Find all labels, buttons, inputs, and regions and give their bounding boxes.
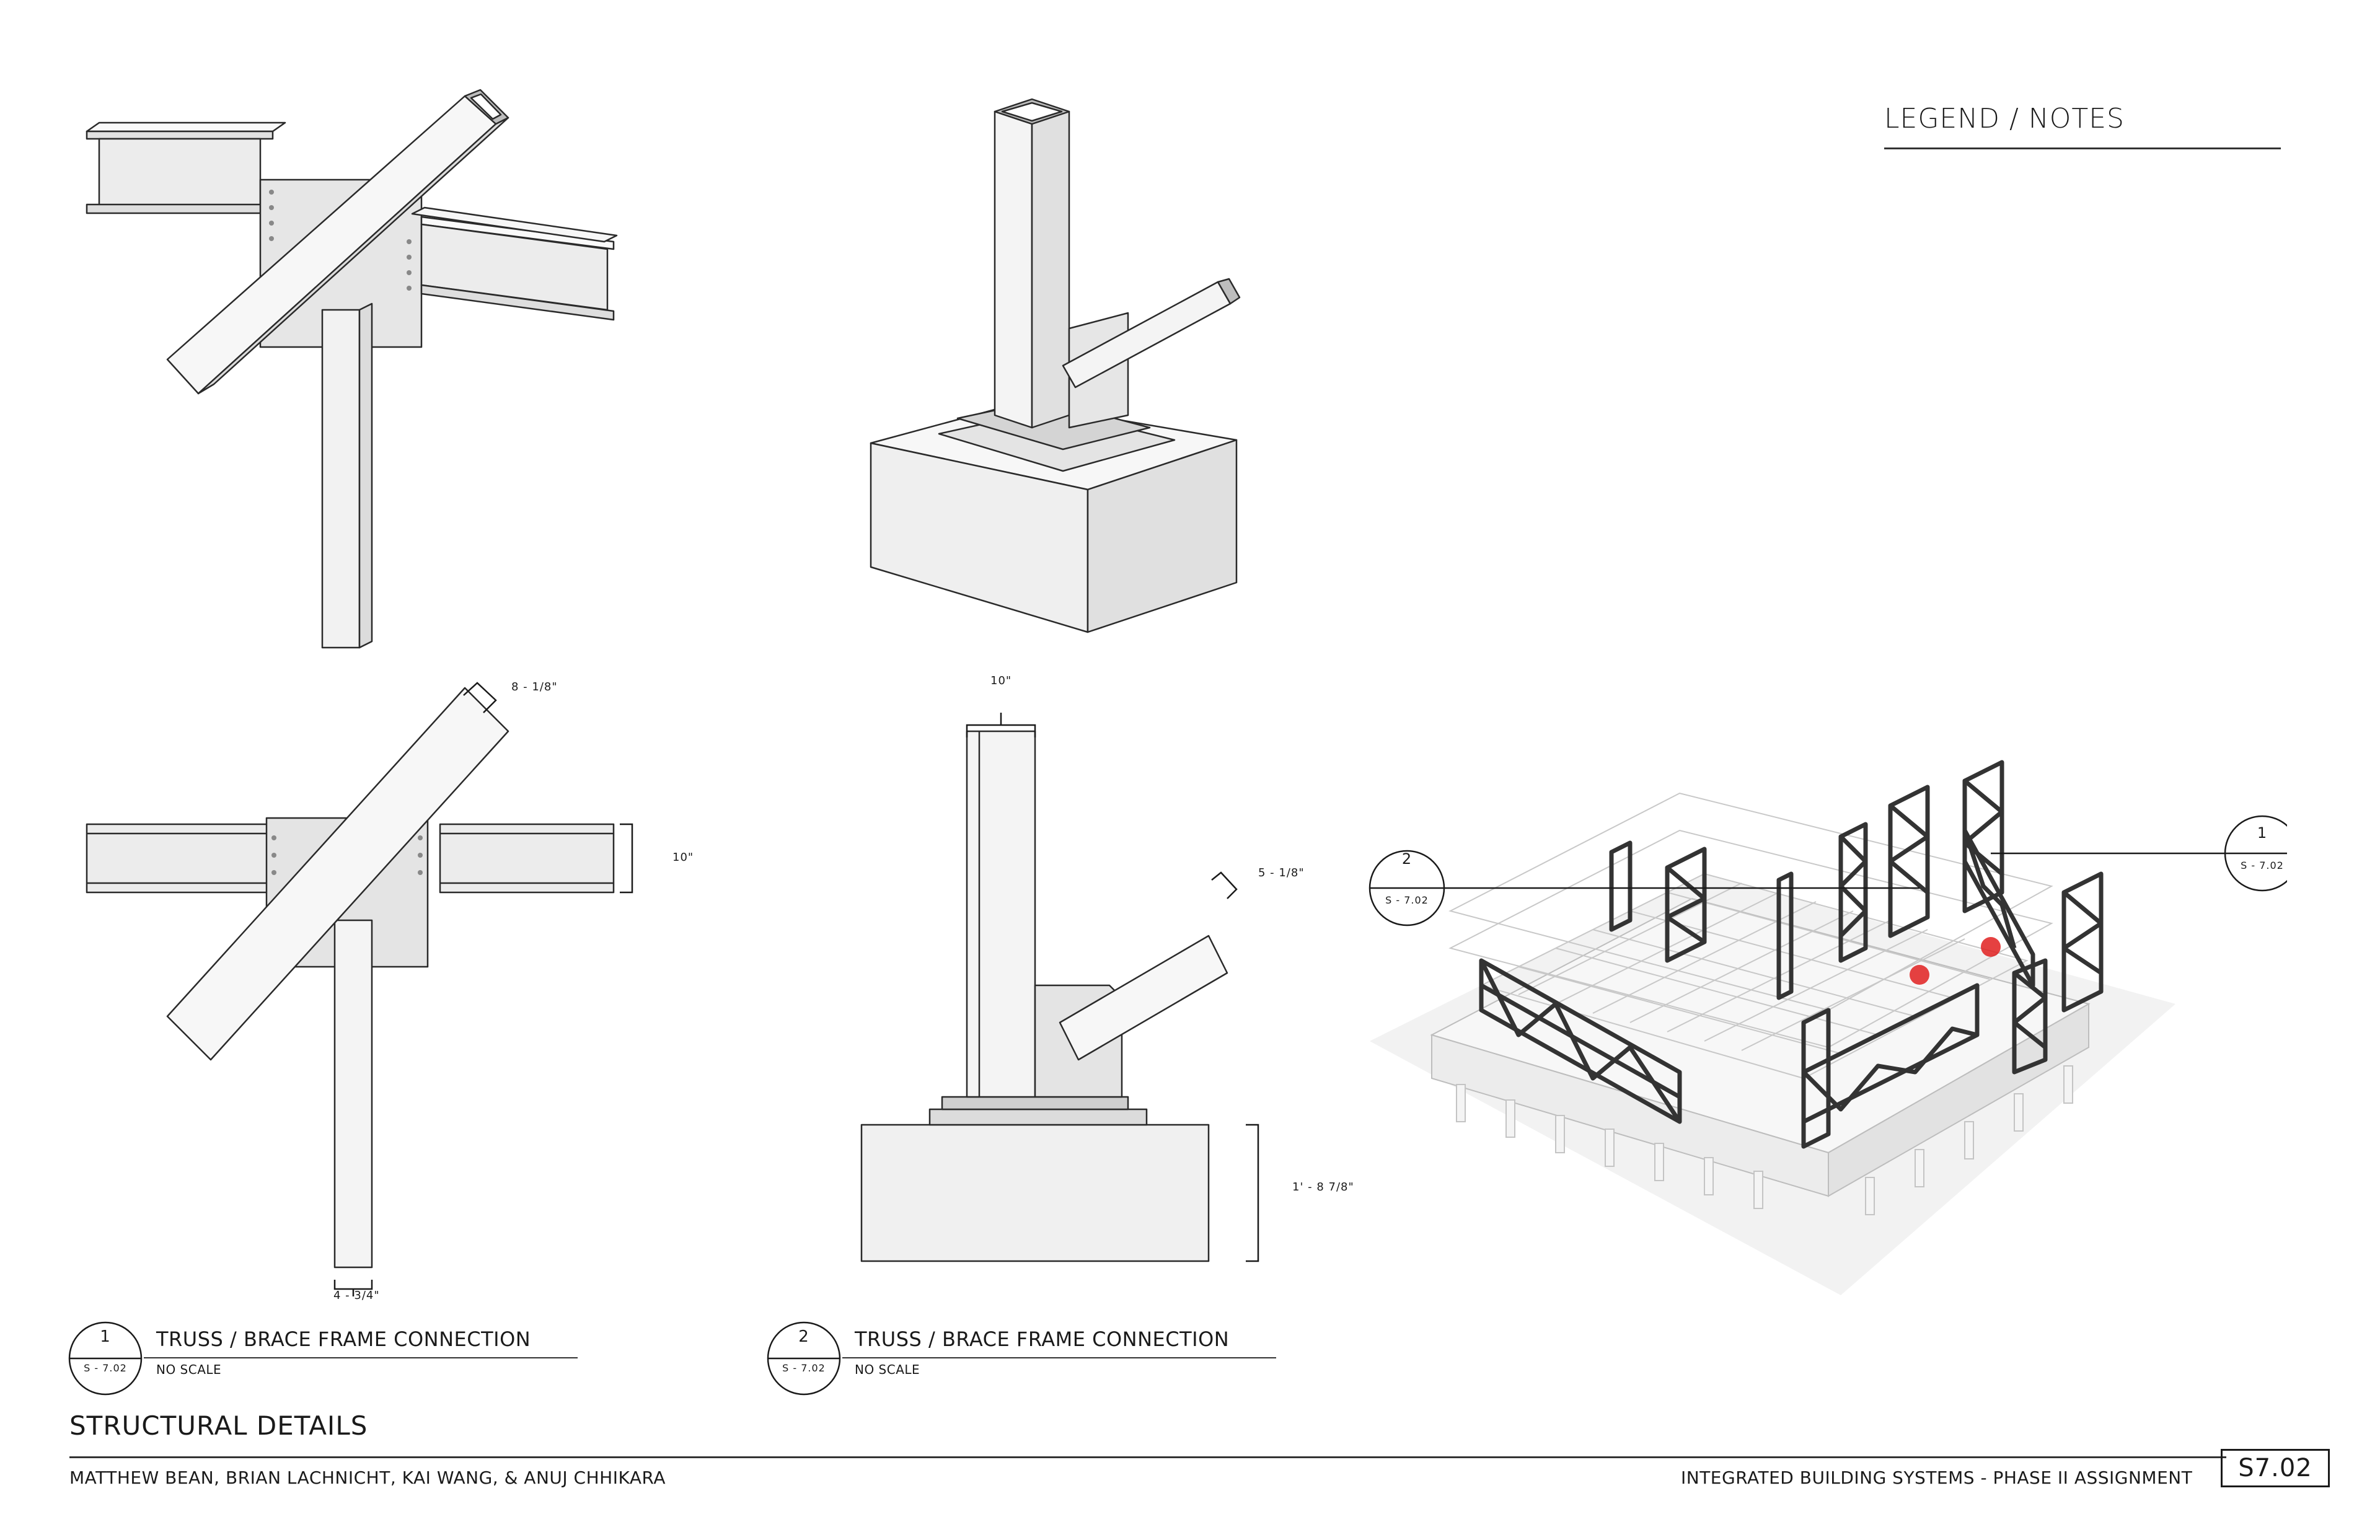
left-beam-web [98,138,262,212]
left-beam [86,823,274,894]
left-beam-top-flange-edge [86,130,274,140]
legend-underline [1884,147,2281,149]
detail-1-title-underline [144,1357,578,1358]
sheet-title: STRUCTURAL DETAILS [69,1410,368,1441]
callout-1-number: 1 [2257,824,2268,842]
column-front [321,309,361,649]
footing [860,1124,1210,1262]
column [333,919,373,1269]
callout-2-number: 2 [1401,850,1413,868]
column-top-hollow [1001,102,1063,122]
detail-1-number: 1 [100,1327,111,1346]
dim-d2-brace: 5 - 1/8" [1258,866,1305,879]
detail-2-axonometric [870,98,1241,633]
detail-2-title-underline [842,1357,1276,1358]
brace [1059,935,1228,1061]
truss-tower-3 [1888,785,1930,938]
left-beam-top-flange [86,121,286,133]
callout-1-sheet: S - 7.02 [2241,860,2284,871]
detail-2-elevation [860,713,1259,1262]
dim-footing-bracket [1246,1124,1259,1262]
dim-beam-bracket [620,823,633,894]
column-front [994,110,1033,429]
legend-title: LEGEND / NOTES [1884,103,2125,134]
detail-1-elevation [86,682,633,1296]
dim-d1-column: 4 - 3/4" [333,1289,380,1302]
truss-left-back [1609,840,1633,932]
truss-tower-2 [1838,822,1868,963]
detail-2-bubble [767,1321,841,1396]
grout-pad [928,1108,1148,1126]
dim-d1-brace: 8 - 1/8" [511,680,558,693]
dim-d2-footing: 1' - 8 7/8" [1292,1181,1354,1194]
dim-brace-bracket [463,682,497,713]
right-beam [439,823,615,894]
column-side [1031,110,1070,429]
highlight-detail-1 [1981,937,2001,957]
sheet-number: S7.02 [2221,1449,2330,1487]
dim-column-bracket [333,1280,373,1290]
building-axonometric [1368,760,2287,1295]
truss-tall-front [1801,1008,1831,1149]
dim-d2-column: 10" [990,674,1012,687]
truss-tower-1 [1776,871,1794,1000]
sheet-authors: MATTHEW BEAN, BRIAN LACHNICHT, KAI WANG,… [69,1467,666,1488]
column-side [358,302,373,649]
truss-tower-4 [1962,760,2004,913]
right-beam-bottom-flange [420,284,615,321]
truss-front-left [1479,958,1682,1124]
left-beam-bottom-flange [86,203,274,214]
callout-2-sheet: S - 7.02 [1385,894,1429,906]
right-beam-top-flange-upper [411,206,618,243]
column [966,730,1036,1098]
detail-1-title: TRUSS / BRACE FRAME CONNECTION [156,1327,531,1351]
truss-right-1 [2012,958,2048,1075]
sheet-project: INTEGRATED BUILDING SYSTEMS - PHASE II A… [1681,1467,2193,1488]
brace [166,687,509,1061]
detail-1-bubble [68,1321,143,1396]
detail-1-scale: NO SCALE [156,1362,222,1377]
sheet-title-line [69,1456,2226,1458]
highlight-detail-2 [1910,965,1929,985]
dim-d1-beam: 10" [672,851,694,864]
podium-side [1828,1003,2089,1197]
detail-2-scale: NO SCALE [855,1362,920,1377]
truss-right-2 [2061,871,2104,1013]
base-plate [941,1096,1129,1111]
detail-2-sheet: S - 7.02 [782,1362,826,1374]
dim-brace-bracket [1211,871,1238,899]
detail-1-axonometric [86,89,618,649]
detail-1-sheet: S - 7.02 [84,1362,127,1374]
brace-end [1217,278,1241,305]
detail-2-number: 2 [798,1327,809,1346]
footing-side [1086,439,1238,633]
truss-back-right [1962,828,2035,988]
truss-left-back-2 [1665,847,1707,963]
detail-2-title: TRUSS / BRACE FRAME CONNECTION [855,1327,1230,1351]
brace-end-hollow [470,93,502,120]
